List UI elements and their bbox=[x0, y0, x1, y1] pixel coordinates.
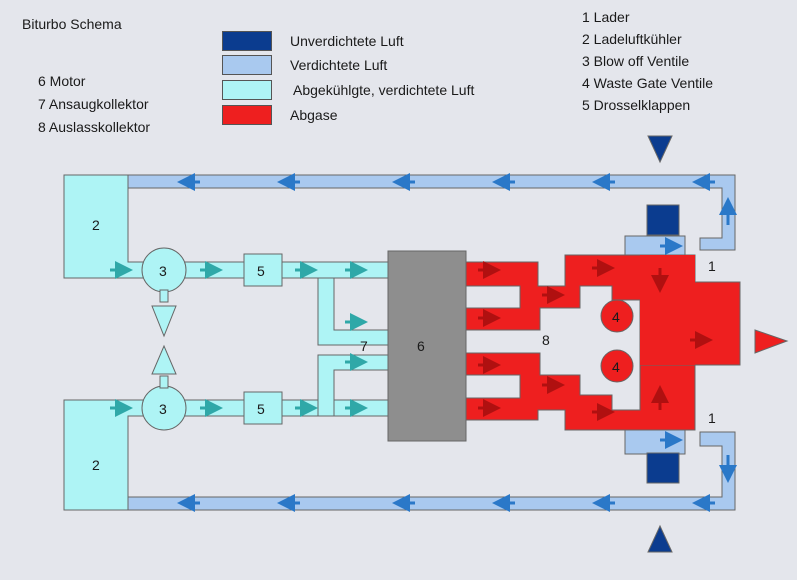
label-throttle-bottom: 5 bbox=[257, 401, 265, 417]
part-list-item-waste-gate: 4 Waste Gate Ventile bbox=[582, 75, 713, 91]
label-intercooler-bottom: 2 bbox=[92, 457, 100, 473]
wastegate-valve-top bbox=[600, 299, 634, 333]
part-list-item-motor: 6 Motor bbox=[38, 73, 86, 89]
diagram-title: Biturbo Schema bbox=[22, 16, 122, 32]
part-list-item-ladeluftkuehler: 2 Ladeluftkühler bbox=[582, 31, 682, 47]
part-list-item-drosselklappen: 5 Drosselklappen bbox=[582, 97, 691, 113]
exhaust-manifold-bottom bbox=[465, 352, 696, 431]
part-list-item-ansaugkollektor: 7 Ansaugkollektor bbox=[38, 96, 149, 112]
legend-swatch-abgekuehlt bbox=[222, 80, 272, 100]
label-blow-off-top: 3 bbox=[159, 263, 167, 279]
blow-off-outlet-top bbox=[151, 305, 177, 338]
air-inlet-duct-top bbox=[646, 204, 680, 236]
air-inlet-arrow-top bbox=[647, 135, 673, 164]
cooled-air-flow-arrows bbox=[110, 261, 368, 417]
label-intake-manifold: 7 bbox=[360, 338, 368, 354]
exhaust-outlet-arrow bbox=[754, 329, 789, 354]
label-wastegate-bottom: 4 bbox=[612, 359, 620, 375]
legend-label-unverdichtet: Unverdichtete Luft bbox=[290, 33, 404, 49]
label-wastegate-top: 4 bbox=[612, 309, 620, 325]
air-inlet-duct-bottom bbox=[646, 452, 680, 484]
label-blow-off-bottom: 3 bbox=[159, 401, 167, 417]
legend-label-abgekuehlt: Abgekühlgte, verdichtete Luft bbox=[293, 82, 475, 98]
label-motor: 6 bbox=[417, 338, 425, 354]
compressed-air-flow-arrows bbox=[177, 173, 737, 512]
wastegate-valve-bottom bbox=[600, 349, 634, 383]
turbine-top bbox=[640, 255, 695, 365]
label-intercooler-top: 2 bbox=[92, 217, 100, 233]
throttle-body-top bbox=[243, 253, 283, 287]
legend-swatch-abgase bbox=[222, 105, 272, 125]
legend-swatch-unverdichtet bbox=[222, 31, 272, 51]
label-lader-bottom: 1 bbox=[708, 410, 716, 426]
intercooler-top bbox=[63, 174, 145, 279]
throttle-body-bottom bbox=[243, 391, 283, 425]
legend-swatch-verdichtet bbox=[222, 55, 272, 75]
exhaust-manifold-top bbox=[465, 254, 741, 411]
label-throttle-top: 5 bbox=[257, 263, 265, 279]
part-list-item-auslasskollektor: 8 Auslasskollektor bbox=[38, 119, 151, 135]
part-list-item-blow-off: 3 Blow off Ventile bbox=[582, 53, 690, 69]
part-list-item-lader: 1 Lader bbox=[582, 9, 630, 25]
intake-manifold bbox=[317, 277, 389, 417]
engine-block bbox=[387, 250, 467, 442]
label-exhaust-manifold: 8 bbox=[542, 332, 550, 348]
air-inlet-arrow-bottom bbox=[647, 524, 673, 553]
label-lader-top: 1 bbox=[708, 258, 716, 274]
intercooler-bottom bbox=[63, 399, 145, 511]
blow-off-outlet-bottom bbox=[151, 344, 177, 375]
legend-label-abgase: Abgase bbox=[290, 107, 338, 123]
legend-label-verdichtet: Verdichtete Luft bbox=[290, 57, 388, 73]
exhaust-flow-arrows bbox=[478, 259, 713, 421]
